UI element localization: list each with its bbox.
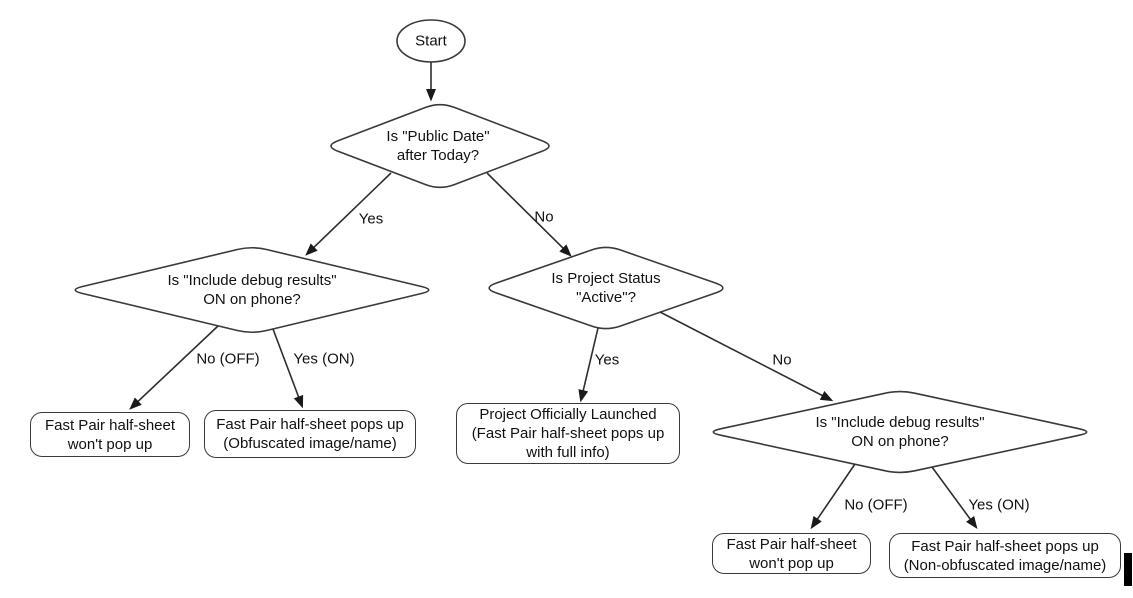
result-box-obfuscated: Fast Pair half-sheet pops up (Obfuscated… xyxy=(204,410,416,458)
edge-label-public-date-no: No xyxy=(534,208,554,226)
decision-diamond-project-status xyxy=(488,246,724,330)
edge-label-debug-right-no-off: No (OFF) xyxy=(844,496,908,514)
result-box-launched: Project Officially Launched (Fast Pair h… xyxy=(456,403,680,464)
arrow-debug-left-no-off xyxy=(129,325,219,410)
arrow-debug-right-yes-on xyxy=(931,466,978,530)
decision-diamond-public-date xyxy=(330,103,550,189)
edge-label-status-no: No xyxy=(772,351,792,369)
arrow-status-no xyxy=(659,311,834,402)
arrow-debug-left-yes-on xyxy=(272,328,304,409)
result-box-wont-popup-right: Fast Pair half-sheet won't pop up xyxy=(712,533,871,574)
decision-debug-right-text: Is "Include debug results" ON on phone? xyxy=(815,414,985,450)
edge-label-status-yes: Yes xyxy=(594,351,620,369)
start-label: Start xyxy=(415,32,447,50)
decision-public-date-text: Is "Public Date" after Today? xyxy=(386,128,490,164)
text-cursor-bar xyxy=(1124,553,1132,586)
decision-diamond-debug-left xyxy=(74,246,430,334)
arrow-public-date-no xyxy=(486,172,572,257)
edge-label-debug-left-no-off: No (OFF) xyxy=(196,350,260,368)
result-box-non-obfuscated: Fast Pair half-sheet pops up (Non-obfusc… xyxy=(889,533,1121,578)
arrow-status-yes xyxy=(578,327,599,403)
decision-debug-left-text: Is "Include debug results" ON on phone? xyxy=(167,272,337,308)
result-box-wont-popup-left: Fast Pair half-sheet won't pop up xyxy=(30,412,190,457)
arrow-public-date-yes xyxy=(305,172,392,256)
edge-label-public-date-yes: Yes xyxy=(358,210,384,228)
edge-label-debug-left-yes-on: Yes (ON) xyxy=(293,350,355,368)
decision-project-status-text: Is Project Status "Active"? xyxy=(551,270,661,306)
arrow-debug-right-no-off xyxy=(810,463,856,530)
decision-diamond-debug-right xyxy=(712,390,1088,474)
edge-label-debug-right-yes-on: Yes (ON) xyxy=(968,496,1030,514)
